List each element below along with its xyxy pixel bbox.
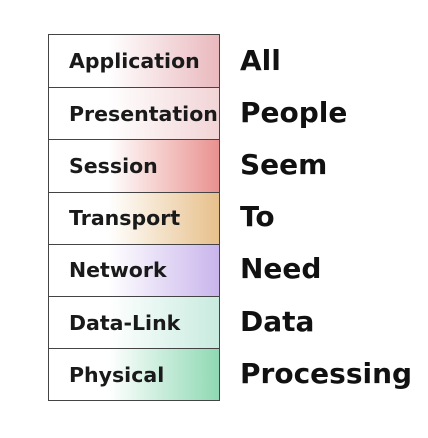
mnemonic-row: All	[220, 34, 420, 86]
mnemonic-word: People	[240, 95, 348, 129]
layer-label: Transport	[69, 206, 181, 231]
mnemonic-word: All	[240, 43, 281, 77]
layer-label: Session	[69, 153, 158, 178]
mnemonic-row: Processing	[220, 347, 420, 399]
layer-label: Network	[69, 258, 167, 283]
osi-layer-stack: Application Presentation Session Transpo…	[48, 34, 220, 402]
mnemonic-row: People	[220, 86, 420, 138]
layer-label: Physical	[69, 362, 165, 387]
layer-presentation: Presentation	[49, 87, 219, 140]
layer-application: Application	[49, 35, 219, 88]
mnemonic-row: Data	[220, 295, 420, 347]
mnemonic-row: Seem	[220, 138, 420, 190]
mnemonic-column: All People Seem To Need Data Processing	[220, 34, 420, 399]
layer-physical: Physical	[49, 348, 219, 401]
layer-label: Application	[69, 49, 200, 74]
mnemonic-word: Processing	[240, 356, 413, 390]
mnemonic-word: Seem	[240, 147, 328, 181]
mnemonic-row: To	[220, 191, 420, 243]
layer-network: Network	[49, 243, 219, 296]
mnemonic-row: Need	[220, 243, 420, 295]
mnemonic-word: Need	[240, 252, 322, 286]
mnemonic-word: Data	[240, 304, 315, 338]
layer-transport: Transport	[49, 191, 219, 244]
layer-label: Data-Link	[69, 310, 181, 335]
layer-label: Presentation	[69, 101, 218, 126]
layer-session: Session	[49, 139, 219, 192]
layer-data-link: Data-Link	[49, 295, 219, 349]
mnemonic-word: To	[240, 200, 275, 234]
